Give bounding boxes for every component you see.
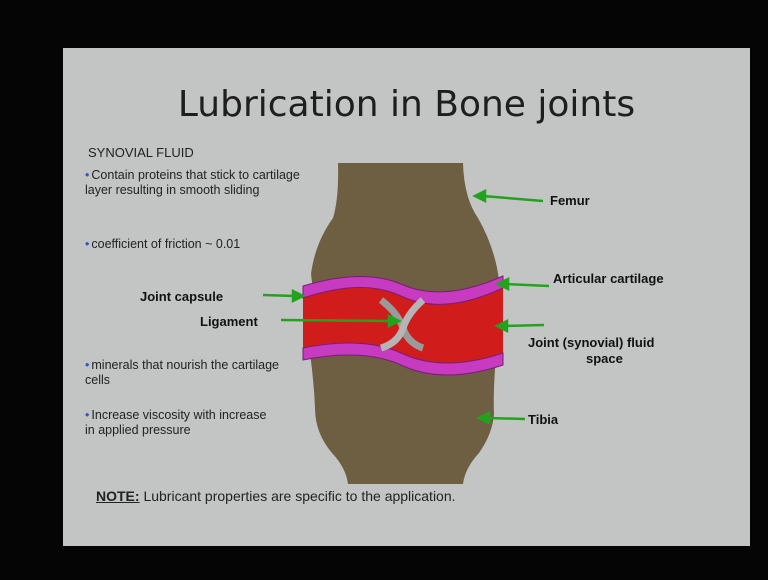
ligament-arrow xyxy=(281,320,391,321)
label-articular-cartilage: Articular cartilage xyxy=(553,271,664,287)
label-tibia: Tibia xyxy=(528,412,558,428)
label-femur: Femur xyxy=(550,193,590,209)
arrowhead xyxy=(293,291,303,301)
label-joint-fluid-line-1: Joint (synovial) fluid xyxy=(528,335,654,350)
label-joint-capsule: Joint capsule xyxy=(140,289,223,305)
fluid-arrow xyxy=(505,325,544,326)
note-text: Lubricant properties are specific to the… xyxy=(140,488,456,504)
joint-capsule-arrow xyxy=(263,295,295,296)
label-joint-fluid-line-2: space xyxy=(586,351,623,366)
label-ligament: Ligament xyxy=(200,314,258,330)
cartilage-arrow xyxy=(505,284,549,286)
label-joint-fluid-space: Joint (synovial) fluid space xyxy=(528,335,654,367)
slide: Lubrication in Bone joints SYNOVIAL FLUI… xyxy=(63,48,750,546)
note: NOTE: Lubricant properties are specific … xyxy=(96,488,456,504)
note-label: NOTE: xyxy=(96,488,140,504)
arrowhead xyxy=(475,191,485,201)
femur-arrow xyxy=(483,196,543,201)
tibia-arrow xyxy=(487,418,525,419)
